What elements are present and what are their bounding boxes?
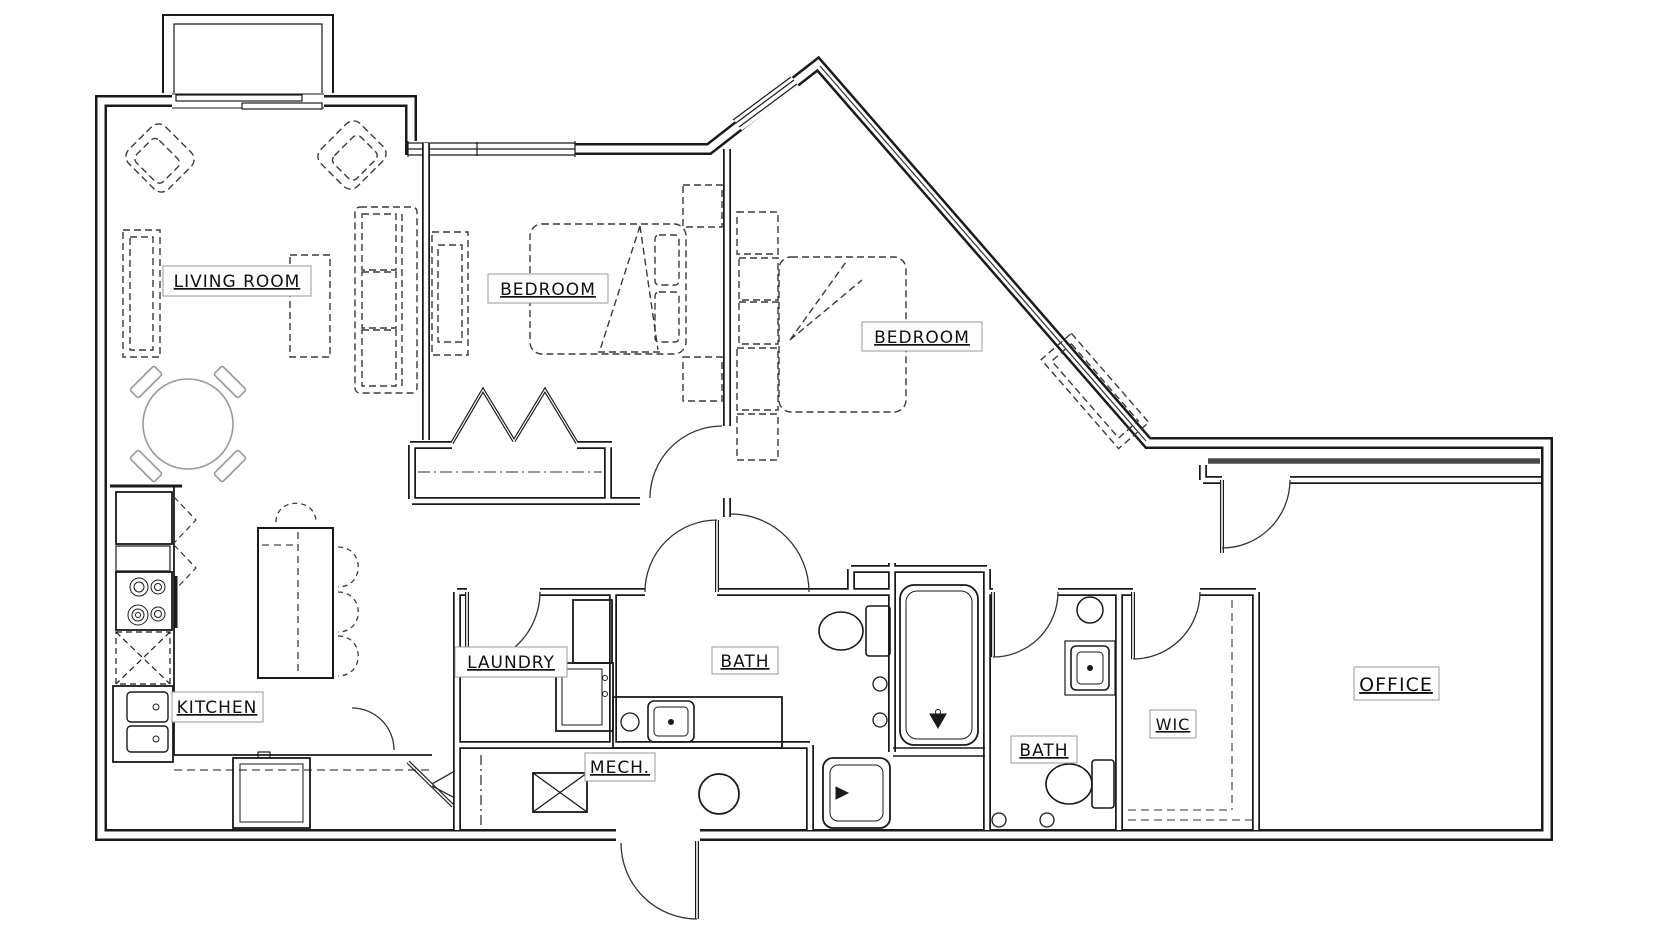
nightstand bbox=[736, 347, 779, 411]
sofa bbox=[354, 206, 418, 394]
tub-faucet-icon bbox=[929, 713, 947, 730]
headboard-cushion bbox=[738, 301, 779, 345]
armchair bbox=[317, 120, 387, 190]
fan-icon bbox=[1076, 596, 1104, 624]
bath1-fixtures bbox=[612, 584, 985, 829]
nightstand bbox=[736, 413, 779, 461]
knob-icon bbox=[872, 712, 888, 728]
room-label-wic: WIC bbox=[1156, 715, 1191, 734]
room-label-laundry: LAUNDRY bbox=[467, 653, 555, 673]
diag-window-opening bbox=[732, 74, 800, 131]
knob-icon bbox=[872, 676, 888, 692]
room-label-mech: MECH. bbox=[590, 758, 650, 778]
label-box bbox=[162, 265, 312, 297]
doors bbox=[351, 386, 1291, 920]
furnace bbox=[532, 772, 588, 813]
room-label-bedroom-2: BEDROOM bbox=[874, 328, 970, 348]
diagonal-glazing-line bbox=[819, 65, 1147, 442]
room-label-office: OFFICE bbox=[1359, 674, 1433, 696]
sliding-door bbox=[172, 93, 324, 110]
refrigerator bbox=[115, 491, 173, 545]
room-label-bedroom-1: BEDROOM bbox=[500, 280, 596, 300]
entry-opening bbox=[616, 827, 700, 844]
room-label-kitchen: KITCHEN bbox=[177, 698, 258, 718]
room-labels: LIVING ROOM BEDROOM BEDROOM KITCHEN LAUN… bbox=[162, 265, 1440, 782]
shower-bath1 bbox=[822, 757, 891, 829]
bedroom2-door-arc bbox=[730, 513, 810, 593]
built-in-appliance bbox=[232, 751, 311, 829]
coffee-table bbox=[289, 254, 331, 358]
room-label-bath-2: BATH bbox=[1019, 741, 1068, 761]
nightstand bbox=[682, 184, 723, 228]
diagonal-window bbox=[732, 76, 798, 128]
dining-chair bbox=[129, 449, 163, 483]
nightstand bbox=[682, 356, 723, 402]
closet-bifold-doors bbox=[418, 386, 602, 473]
kitchen-fixtures bbox=[110, 484, 432, 829]
bedroom1-door-arc bbox=[649, 425, 723, 499]
bath1-door-arc bbox=[644, 519, 718, 593]
door-leaves bbox=[406, 480, 1224, 919]
door-swing-arcs bbox=[351, 425, 1291, 920]
dining-chair bbox=[213, 449, 247, 483]
laundry-mech-fixtures bbox=[532, 599, 740, 815]
bath2-door-arc bbox=[992, 591, 1059, 658]
room-label-bath-1: BATH bbox=[720, 652, 769, 672]
knob-icon bbox=[1039, 812, 1055, 828]
headboard-cushion bbox=[738, 257, 779, 301]
dining-chair bbox=[213, 365, 247, 399]
dresser-bedroom2 bbox=[1040, 332, 1150, 450]
wic-shelving bbox=[1128, 600, 1258, 821]
office-door-arc bbox=[1221, 479, 1291, 549]
entry-door-arc bbox=[620, 842, 698, 920]
base-cabinet bbox=[115, 545, 171, 572]
toilet-bath1 bbox=[818, 605, 891, 657]
faucet-icon bbox=[835, 786, 850, 800]
console-table bbox=[122, 229, 161, 358]
dishwasher bbox=[115, 631, 171, 685]
dining-chair bbox=[129, 365, 163, 399]
nightstand bbox=[736, 211, 779, 255]
dining-set bbox=[129, 365, 247, 483]
range bbox=[115, 571, 178, 631]
dresser-bedroom1 bbox=[431, 231, 469, 356]
kitchen-sink bbox=[112, 685, 174, 763]
exterior-walls bbox=[95, 55, 1553, 844]
bath2-wic-fixtures bbox=[991, 596, 1258, 828]
knob-icon bbox=[991, 812, 1007, 828]
island-stools bbox=[275, 502, 359, 677]
kitchen-island bbox=[257, 502, 359, 679]
vanity-bath1 bbox=[612, 696, 783, 749]
wic-door-arc bbox=[1132, 591, 1201, 660]
sink-bath2 bbox=[1064, 640, 1116, 696]
tub-bath1 bbox=[893, 584, 985, 757]
balcony bbox=[162, 14, 334, 110]
windows bbox=[407, 76, 798, 157]
room-label-living-room: LIVING ROOM bbox=[174, 272, 301, 292]
fridge-door-swing bbox=[173, 496, 197, 592]
water-heater bbox=[698, 773, 740, 815]
toilet-bath2 bbox=[1045, 759, 1115, 809]
interior-walls bbox=[408, 143, 1541, 830]
entry-closet bbox=[431, 755, 482, 828]
bedroom1-window bbox=[407, 141, 576, 157]
dining-table bbox=[142, 378, 234, 470]
armchair bbox=[125, 123, 195, 193]
entry-closet-door-arc bbox=[351, 707, 395, 751]
